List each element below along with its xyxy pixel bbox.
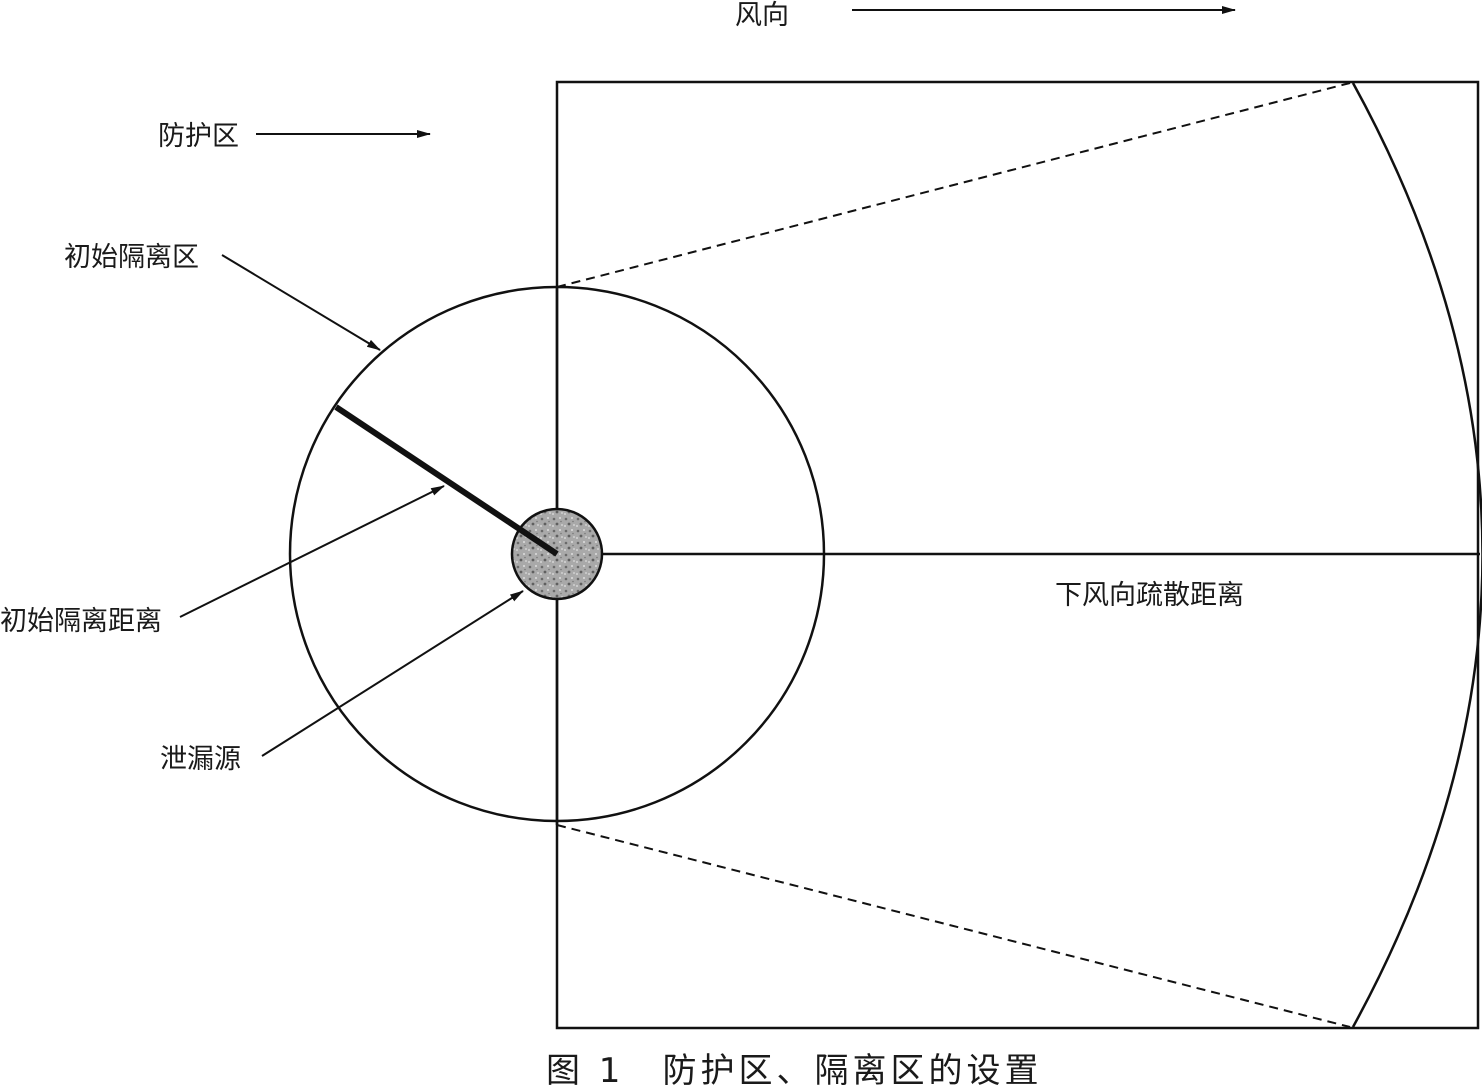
leak-source-label: 泄漏源 (160, 744, 241, 775)
figure-caption: 图 1 防护区、隔离区的设置 (546, 1051, 1042, 1091)
initial-isolation-zone-label: 初始隔离区 (64, 242, 199, 273)
downwind-arc (1351, 82, 1482, 1028)
initial-isolation-circle (288, 285, 826, 823)
lower-dashed-boundary (556, 824, 1351, 1028)
initial-isolation-distance-label: 初始隔离距离 (0, 606, 162, 637)
downwind-evacuation-distance-label: 下风向疏散距离 (1055, 580, 1244, 611)
protection-zone-label: 防护区 (158, 121, 239, 152)
leak-source-arrow (261, 590, 524, 757)
initial-isolation-zone-arrow (221, 254, 381, 351)
wind-direction-label: 风向 (735, 0, 789, 31)
upper-dashed-boundary (556, 82, 1351, 288)
initial-isolation-distance-arrow (179, 485, 445, 618)
isolation-radius-line (334, 404, 559, 557)
